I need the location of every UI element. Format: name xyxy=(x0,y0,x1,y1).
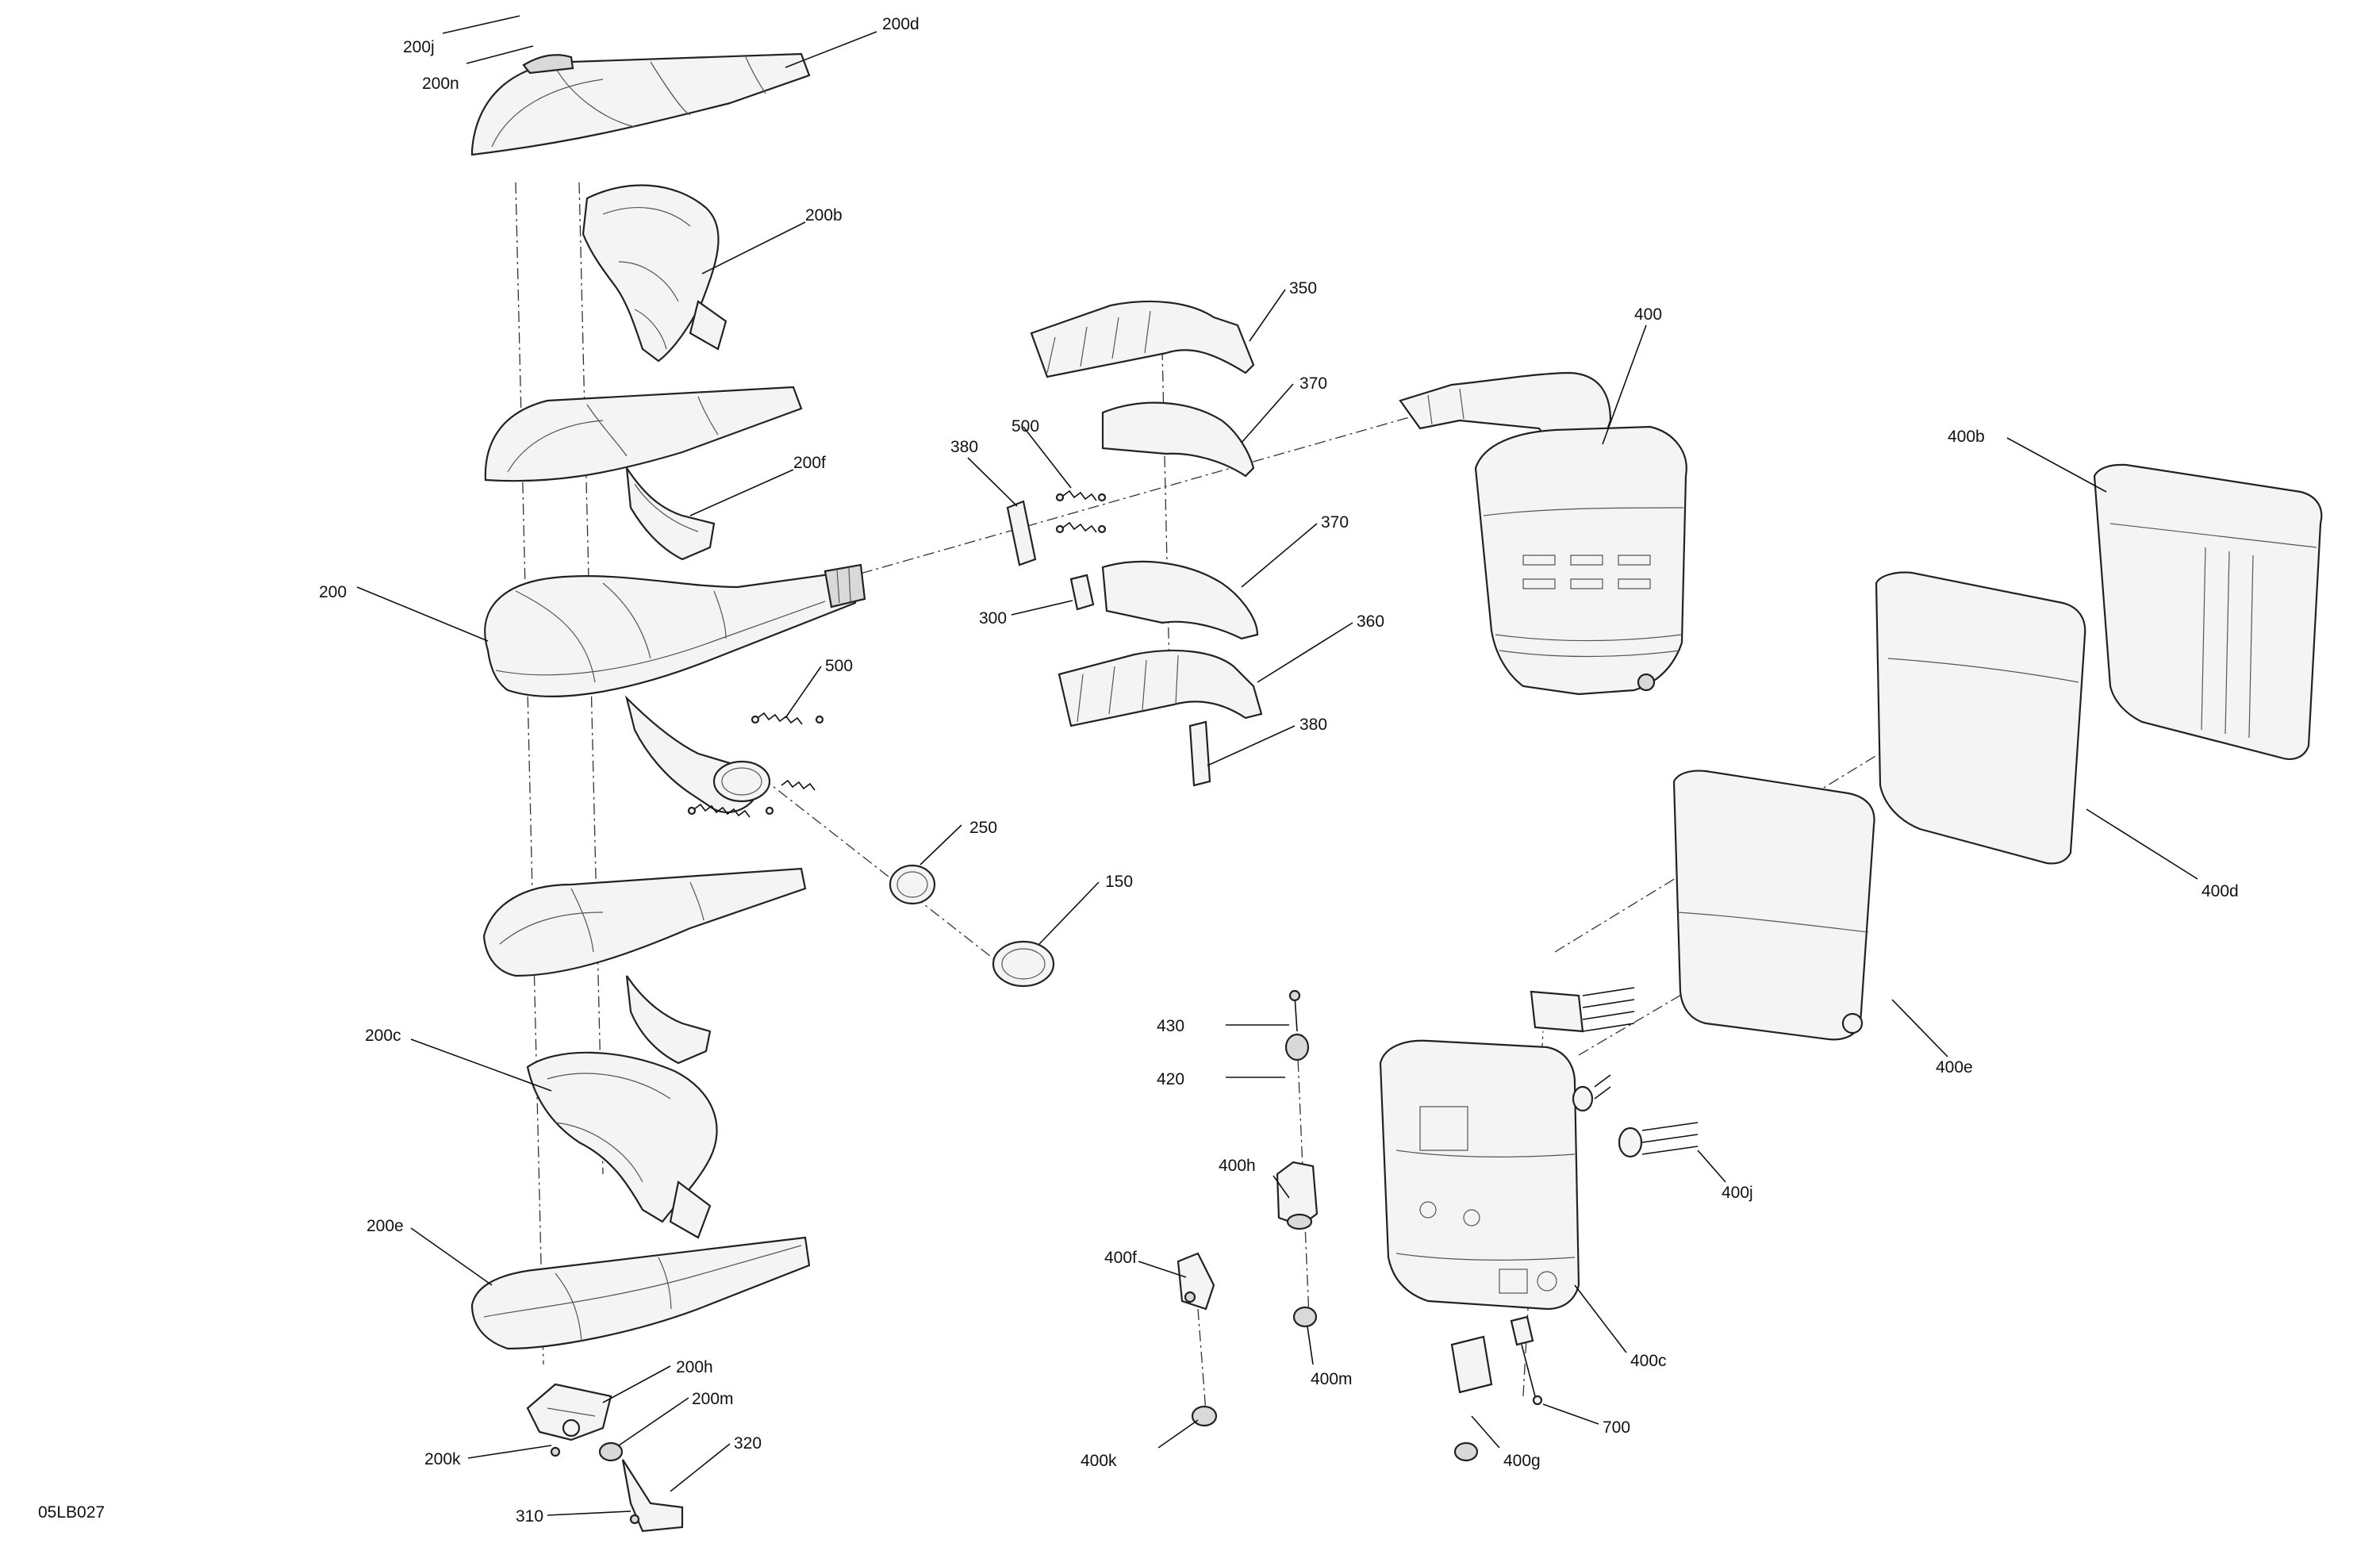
callout-700: 700 xyxy=(1603,1418,1630,1437)
callout-400h: 400h xyxy=(1219,1157,1256,1175)
shield-350 xyxy=(1030,300,1255,378)
tuned-pipe-200 xyxy=(484,563,866,813)
gasket-300 xyxy=(1069,574,1095,611)
pipe-lower-shell xyxy=(482,867,807,1065)
callout-400k: 400k xyxy=(1081,1452,1117,1470)
callout-200: 200 xyxy=(319,583,347,601)
bumper-400g xyxy=(1450,1335,1493,1462)
callout-400g: 400g xyxy=(1503,1452,1541,1470)
callout-400c: 400c xyxy=(1630,1352,1667,1370)
callout-310: 310 xyxy=(516,1507,543,1526)
spacer-380-upper xyxy=(1006,500,1037,566)
heat-shield-200b xyxy=(582,184,727,363)
callout-500-left: 500 xyxy=(825,657,853,675)
muffler-shell-400c xyxy=(1379,1039,1580,1311)
heat-shield-200d xyxy=(470,52,811,156)
diagram-reference-code: 05LB027 xyxy=(38,1503,105,1522)
callout-200k: 200k xyxy=(424,1450,461,1468)
spacer-380-lower xyxy=(1188,720,1211,787)
callout-250: 250 xyxy=(969,819,997,837)
callout-200m: 200m xyxy=(692,1390,734,1408)
callout-500-middle: 500 xyxy=(1012,417,1039,436)
heat-shield-400e xyxy=(1672,770,1875,1041)
callout-400d: 400d xyxy=(2202,882,2239,900)
nut-400k xyxy=(1191,1405,1218,1427)
callout-320: 320 xyxy=(734,1434,762,1453)
seal-ring-150 xyxy=(992,940,1055,988)
callout-200c: 200c xyxy=(365,1027,401,1045)
callout-430: 430 xyxy=(1157,1017,1184,1035)
clip-320 xyxy=(621,1459,684,1533)
callout-400b: 400b xyxy=(1948,428,1985,446)
rivet-310 xyxy=(629,1514,640,1525)
heat-shield-200e xyxy=(470,1236,811,1350)
heat-shield-200c xyxy=(526,1051,718,1239)
heat-shield-200f xyxy=(484,386,803,561)
springs-500-left xyxy=(687,712,824,818)
callout-150: 150 xyxy=(1105,873,1133,891)
callout-350: 350 xyxy=(1289,279,1317,297)
bracket-400h xyxy=(1276,1161,1319,1230)
shield-370-upper xyxy=(1101,401,1255,478)
callout-370-lower: 370 xyxy=(1321,513,1349,532)
callout-370-upper: 370 xyxy=(1299,374,1327,393)
heat-shield-400b xyxy=(2093,463,2323,760)
grommet-200m xyxy=(598,1441,624,1462)
callout-360: 360 xyxy=(1357,612,1384,631)
callout-400: 400 xyxy=(1634,305,1662,324)
callout-200f: 200f xyxy=(793,454,826,472)
grommet-420 xyxy=(1284,1033,1310,1061)
bracket-200h xyxy=(526,1383,612,1441)
springs-500-middle xyxy=(1055,489,1107,534)
grommet-400m xyxy=(1292,1306,1318,1328)
callout-200h: 200h xyxy=(676,1358,713,1376)
callout-200b: 200b xyxy=(805,206,843,225)
callout-200e: 200e xyxy=(367,1217,404,1235)
callout-400e: 400e xyxy=(1936,1058,1973,1077)
callout-400m: 400m xyxy=(1311,1370,1353,1388)
callout-400f: 400f xyxy=(1104,1249,1137,1267)
callout-200n: 200n xyxy=(422,75,459,93)
callout-380-lower: 380 xyxy=(1299,716,1327,734)
seal-ring-250 xyxy=(889,864,936,905)
leader-lines xyxy=(356,15,2198,1516)
callout-labels: 200j 200n 200d 200b 200f 200 500 250 150… xyxy=(319,15,2239,1526)
callout-200j: 200j xyxy=(403,38,435,56)
callout-380-upper: 380 xyxy=(950,438,978,456)
callout-300: 300 xyxy=(979,609,1007,628)
callout-420: 420 xyxy=(1157,1070,1184,1088)
plate-and-bolts-400j xyxy=(1530,987,1699,1158)
heat-shield-400d xyxy=(1875,571,2086,865)
screw-200k xyxy=(550,1446,561,1457)
bolt-430 xyxy=(1288,989,1301,1032)
bracket-400f xyxy=(1177,1252,1215,1311)
sensor-700 xyxy=(1510,1315,1543,1406)
callout-400j: 400j xyxy=(1722,1184,1753,1202)
muffler-400 xyxy=(1399,371,1687,696)
callout-200d: 200d xyxy=(882,15,919,33)
shield-360 xyxy=(1058,649,1263,727)
shield-370-lower xyxy=(1101,560,1259,640)
